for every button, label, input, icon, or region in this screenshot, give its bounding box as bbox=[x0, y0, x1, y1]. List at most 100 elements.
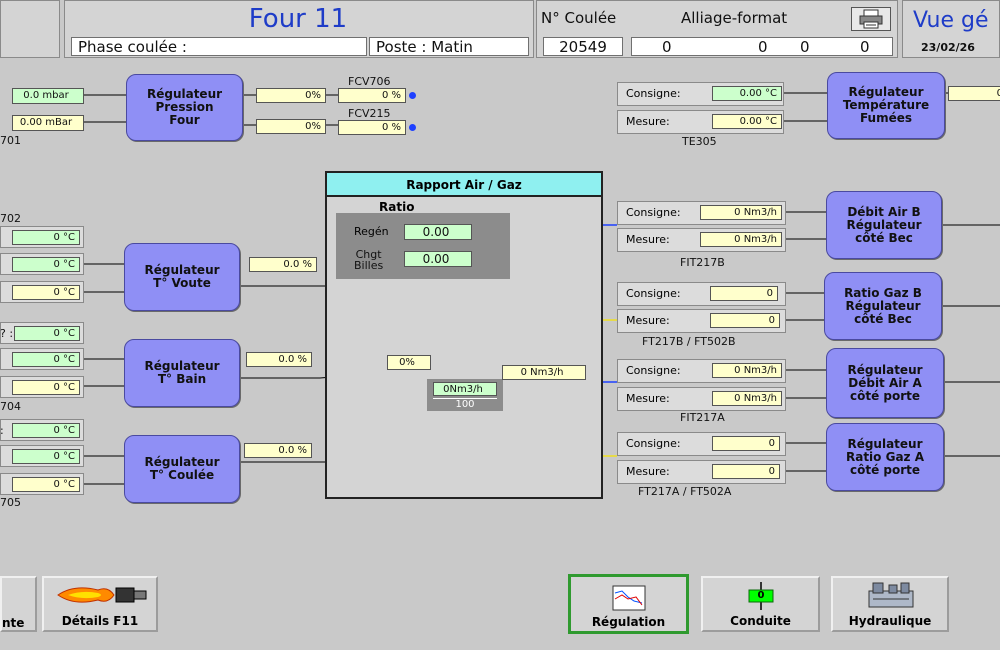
gaz-a-consigne-value: 0 bbox=[712, 436, 780, 451]
regulator-ratio-gaz-a[interactable]: Régulateur Ratio Gaz A côté porte bbox=[826, 423, 944, 491]
gaz-b-tag: FT217B / FT502B bbox=[642, 335, 736, 348]
fumes-consigne-label: Consigne: bbox=[626, 87, 681, 100]
air-b-consigne-label: Consigne: bbox=[626, 206, 681, 219]
details-f11-button[interactable]: Détails F11 bbox=[42, 576, 158, 632]
pressure-input-2: 0.00 mBar bbox=[12, 115, 84, 131]
divider-line bbox=[433, 398, 497, 399]
header-title-panel: Four 11 Phase coulée : Poste : Matin bbox=[64, 0, 534, 58]
left-partial-button[interactable]: nte bbox=[0, 576, 37, 632]
fcv215-value: 0 % bbox=[338, 120, 406, 135]
bain-output: 0.0 % bbox=[246, 352, 312, 367]
regulator-pression-four[interactable]: Régulateur Pression Four bbox=[126, 74, 243, 141]
poste-field: Poste : Matin bbox=[369, 37, 529, 56]
pressure-output-1: 0% bbox=[256, 88, 326, 103]
fcv706-label: FCV706 bbox=[348, 75, 391, 88]
bain-prefix: ? : bbox=[0, 327, 14, 340]
left-partial-label: nte bbox=[2, 616, 25, 630]
regen-value[interactable]: 0.00 bbox=[404, 224, 472, 240]
printer-icon[interactable] bbox=[851, 7, 891, 31]
bain-input-1: 0 °C bbox=[14, 326, 80, 341]
regulator-temperature-fumees[interactable]: Régulateur Température Fumées bbox=[827, 72, 945, 139]
header-coulee-panel: N° Coulée Alliage-format 20549 0 0 0 0 bbox=[536, 0, 898, 58]
air-b-tag: FIT217B bbox=[680, 256, 725, 269]
voute-tag: 702 bbox=[0, 212, 21, 225]
coulee-input-3: 0 °C bbox=[12, 477, 80, 492]
fcv215-label: FCV215 bbox=[348, 107, 391, 120]
coulee-label: N° Coulée bbox=[541, 9, 617, 27]
conduite-label: Conduite bbox=[730, 614, 791, 628]
alliage-format-field: 0 0 0 0 bbox=[631, 37, 893, 56]
bain-input-2: 0 °C bbox=[12, 352, 80, 367]
coulee-number: 20549 bbox=[543, 37, 623, 56]
gaz-a-tag: FT217A / FT502A bbox=[638, 485, 732, 498]
gaz-a-mesure-value: 0 bbox=[712, 464, 780, 479]
air-a-tag: FIT217A bbox=[680, 411, 725, 424]
voute-input-2: 0 °C bbox=[12, 257, 80, 272]
fumes-consigne-row: Consigne: bbox=[617, 82, 784, 106]
gaz-b-consigne-label: Consigne: bbox=[626, 287, 681, 300]
bain-input-3: 0 °C bbox=[12, 380, 80, 395]
regulator-t-coulee[interactable]: Régulateur T° Coulée bbox=[124, 435, 240, 503]
hydraulic-unit-icon bbox=[867, 581, 915, 614]
coulee-prefix: : bbox=[0, 424, 4, 437]
fumes-consigne-value: 0.00 °C bbox=[712, 86, 782, 101]
alliage-value-3: 0 bbox=[800, 38, 810, 56]
alliage-value-1: 0 bbox=[662, 38, 672, 56]
coulee-input-2: 0 °C bbox=[12, 449, 80, 464]
selector-value: 0% bbox=[387, 355, 431, 370]
regulator-debit-air-a[interactable]: Régulateur Débit Air A côté porte bbox=[826, 348, 944, 418]
pressure-output-2: 0% bbox=[256, 119, 326, 134]
fcv215-status-dot bbox=[409, 124, 416, 131]
regulator-debit-air-b[interactable]: Débit Air B Régulateur côté Bec bbox=[826, 191, 942, 259]
air-a-consigne-label: Consigne: bbox=[626, 364, 681, 377]
alliage-label: Alliage-format bbox=[681, 9, 788, 27]
coulee-input-1: 0 °C bbox=[12, 423, 80, 438]
voute-output: 0.0 % bbox=[249, 257, 317, 272]
flow-divider-box: 0Nm3/h 100 bbox=[427, 379, 503, 411]
ratio-panel-title: Rapport Air / Gaz bbox=[327, 173, 601, 197]
hydraulique-label: Hydraulique bbox=[848, 614, 932, 628]
view-title: Vue gé bbox=[913, 8, 989, 33]
chgt-billes-label: Chgt Billes bbox=[354, 248, 384, 272]
regulator-ratio-gaz-b[interactable]: Ratio Gaz B Régulateur côté Bec bbox=[824, 272, 942, 340]
ratio-label: Ratio bbox=[379, 200, 415, 214]
regulation-button[interactable]: Régulation bbox=[568, 574, 689, 634]
gaz-b-consigne-value: 0 bbox=[710, 286, 778, 301]
alliage-value-2: 0 bbox=[758, 38, 768, 56]
air-a-mesure-value: 0 Nm3/h bbox=[712, 391, 782, 406]
pressure-input-1: 0.0 mbar bbox=[12, 88, 84, 104]
voute-input-3: 0 °C bbox=[12, 285, 80, 300]
gaz-a-consigne-label: Consigne: bbox=[626, 437, 681, 450]
ratio-output-flow: 0 Nm3/h bbox=[502, 365, 586, 380]
current-date: 23/02/26 bbox=[921, 41, 975, 54]
air-a-consigne-row: Consigne: bbox=[617, 359, 786, 383]
flow-value: 0Nm3/h bbox=[433, 382, 497, 396]
regulation-label: Régulation bbox=[591, 615, 666, 629]
voute-input-1: 0 °C bbox=[12, 230, 80, 245]
pipe-counter-icon bbox=[743, 582, 779, 610]
fumes-mesure-label: Mesure: bbox=[626, 115, 670, 128]
phase-coulee-field: Phase coulée : bbox=[71, 37, 367, 56]
fumes-tag: TE305 bbox=[682, 135, 717, 148]
bain-tag: 704 bbox=[0, 400, 21, 413]
coulee-output: 0.0 % bbox=[244, 443, 312, 458]
hydraulique-button[interactable]: Hydraulique bbox=[831, 576, 949, 632]
regulator-t-voute[interactable]: Régulateur T° Voute bbox=[124, 243, 240, 311]
alliage-value-4: 0 bbox=[860, 38, 870, 56]
regulator-t-bain[interactable]: Régulateur T° Bain bbox=[124, 339, 240, 407]
air-a-mesure-row: Mesure: bbox=[617, 387, 786, 411]
conduite-button[interactable]: 0 Conduite bbox=[701, 576, 820, 632]
chgt-billes-value[interactable]: 0.00 bbox=[404, 251, 472, 267]
gaz-a-mesure-label: Mesure: bbox=[626, 465, 670, 478]
air-b-consigne-value: 0 Nm3/h bbox=[700, 205, 782, 220]
gaz-b-mesure-label: Mesure: bbox=[626, 314, 670, 327]
fcv706-status-dot bbox=[409, 92, 416, 99]
gaz-b-mesure-value: 0 bbox=[710, 313, 780, 328]
burner-flame-icon bbox=[54, 582, 150, 611]
header-left-panel bbox=[0, 0, 60, 58]
rapport-air-gaz-panel: Rapport Air / Gaz Ratio Regén 0.00 Chgt … bbox=[325, 171, 603, 499]
air-b-mesure-label: Mesure: bbox=[626, 233, 670, 246]
header-view-panel[interactable]: Vue gé 23/02/26 bbox=[902, 0, 1000, 58]
fcv706-value: 0 % bbox=[338, 88, 406, 103]
